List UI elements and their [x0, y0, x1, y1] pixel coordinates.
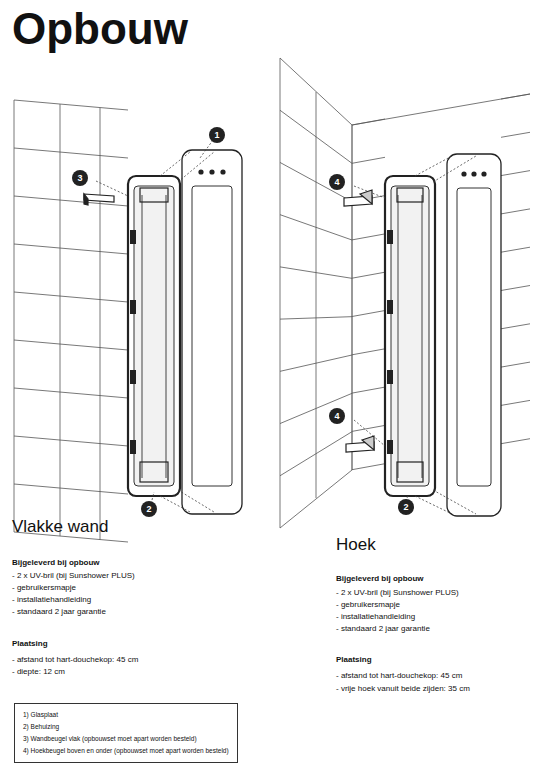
callout-text: 3: [72, 170, 88, 186]
callout-number: 4: [329, 174, 345, 190]
list-item: - diepte: 12 cm: [12, 667, 65, 676]
list-item: - 2 x UV-bril (bij Sunshower PLUS): [12, 571, 135, 580]
callout-number: 3: [72, 170, 88, 186]
wall-tiles: [14, 58, 530, 542]
list-item: - installatiehandleiding: [336, 612, 415, 621]
list-item: - standaard 2 jaar garantie: [12, 607, 106, 616]
glass-plate: [182, 150, 242, 514]
corner-bracket: [344, 190, 374, 452]
sub-heading: Plaatsing: [336, 655, 372, 664]
alignment-lines: [354, 156, 476, 514]
callout-text: 4: [329, 408, 345, 424]
list-item: - afstand tot hart-douchekop: 45 cm: [12, 655, 138, 664]
part-note: 3) Wandbeugel vlak (opbouwset moet apart…: [23, 733, 229, 745]
section-heading: Hoek: [336, 535, 376, 555]
callout-number: 2: [141, 501, 157, 517]
wall-bracket: [84, 194, 114, 205]
callout-text: 4: [329, 174, 345, 190]
sub-heading: Plaatsing: [12, 639, 48, 648]
part-note: 4) Hoekbeugel boven en onder (opbouwset …: [23, 745, 229, 757]
list-item: - installatiehandleiding: [12, 595, 91, 604]
list-item: - gebruikersmapje: [12, 583, 76, 592]
parts-list-box: 1) Glasplaat2) Behuizing3) Wandbeugel vl…: [14, 703, 238, 763]
callout-text: 1: [209, 127, 225, 143]
glass-plate: [447, 154, 501, 516]
callout-text: 2: [398, 499, 414, 515]
list-item: - gebruikersmapje: [336, 600, 400, 609]
sub-heading: Bijgeleverd bij opbouw: [12, 558, 100, 567]
list-item: - afstand tot hart-douchekop: 45 cm: [336, 671, 462, 680]
list-item: - standaard 2 jaar garantie: [336, 624, 430, 633]
callout-number: 1: [209, 127, 225, 143]
part-note: 1) Glasplaat: [23, 709, 229, 721]
callout-text: 2: [141, 501, 157, 517]
page-title: Opbouw: [12, 4, 188, 55]
sub-heading: Bijgeleverd bij opbouw: [336, 574, 424, 583]
list-item: - 2 x UV-bril (bij Sunshower PLUS): [336, 588, 459, 597]
callout-number: 2: [398, 499, 414, 515]
housing: [385, 176, 435, 496]
part-note: 2) Behuizing: [23, 721, 229, 733]
section-heading: Vlakke wand: [12, 517, 108, 537]
list-item: - vrije hoek vanuit beide zijden: 35 cm: [336, 684, 470, 693]
housing: [128, 176, 180, 496]
callout-number: 4: [329, 408, 345, 424]
